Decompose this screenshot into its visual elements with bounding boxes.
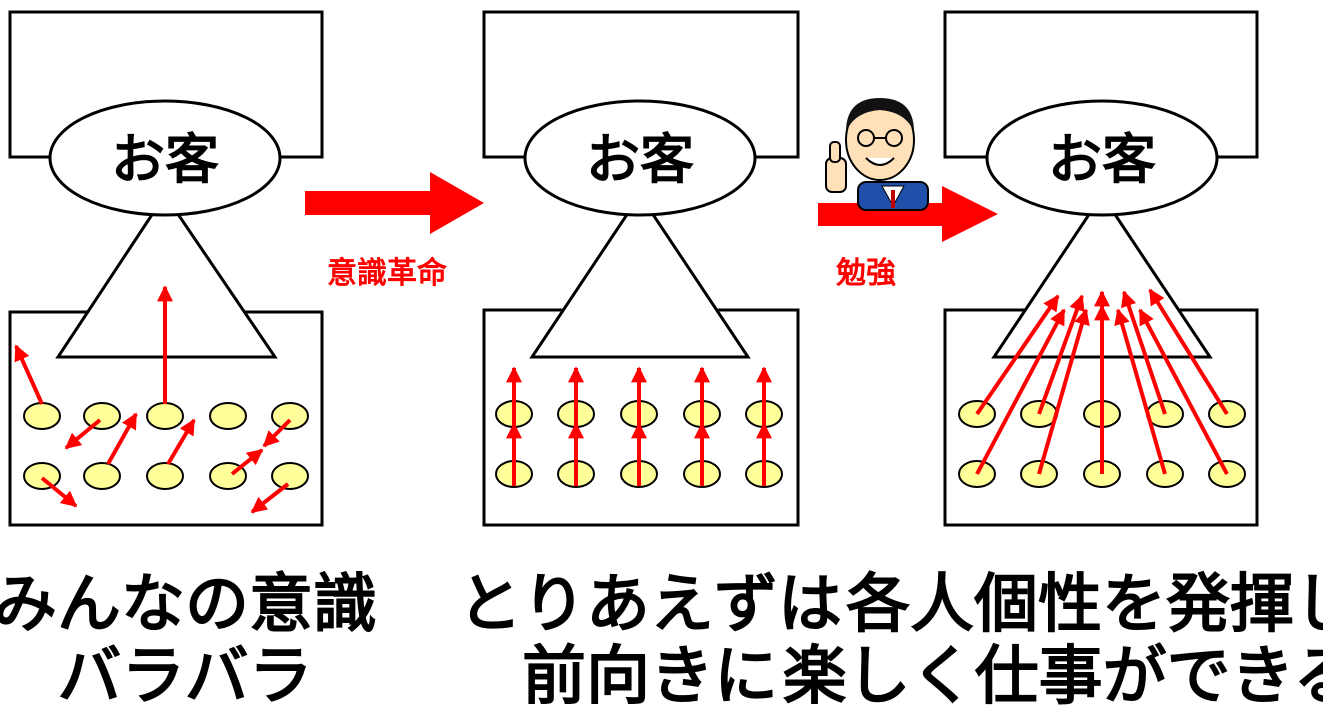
converging-arrows <box>975 288 1229 475</box>
panel-2: お客 とりあえずは 前向きに <box>458 10 842 706</box>
member-dot <box>209 402 247 430</box>
member-dot <box>23 402 61 430</box>
transition-label: 意識革命 <box>327 256 448 291</box>
consultant-thumbs-up-icon <box>825 98 929 211</box>
member-dot <box>271 462 309 490</box>
member-dot <box>146 462 184 490</box>
red-arrow <box>975 308 1066 475</box>
red-arrow <box>40 476 78 508</box>
customer-label: お客 <box>1048 128 1156 191</box>
member-dot <box>83 462 121 490</box>
red-arrow <box>14 344 44 405</box>
transition-arrow-icon <box>818 186 998 242</box>
member-dots <box>23 402 309 490</box>
customer-ellipse <box>523 99 757 217</box>
red-arrow <box>106 412 138 465</box>
transition-arrow-icon <box>305 172 484 234</box>
red-arrow <box>975 294 1060 416</box>
caption-line-1: みんなの意識 <box>0 568 377 642</box>
member-dot <box>146 402 184 430</box>
red-arrow <box>64 418 102 450</box>
caption-line-2: 楽しく仕事ができる！ <box>783 640 1323 706</box>
red-arrow <box>1138 308 1229 475</box>
red-arrow <box>230 448 264 476</box>
scattered-arrows <box>14 285 292 514</box>
member-dot <box>83 402 121 430</box>
red-arrow <box>1148 288 1229 416</box>
transition-2: 勉強 <box>818 98 998 291</box>
red-arrow <box>1037 308 1090 475</box>
caption-line-1: 各人個性を発揮し <box>846 568 1323 642</box>
panel-1: お客 みんなの意識 バラバラ <box>0 10 377 706</box>
red-arrow <box>1121 290 1167 415</box>
red-arrow <box>250 482 290 514</box>
red-arrow <box>1114 308 1167 475</box>
customer-label: お客 <box>586 128 694 191</box>
member-dots <box>495 400 783 488</box>
funnel-triangle <box>529 192 751 359</box>
member-dot <box>271 402 309 430</box>
upward-arrows <box>506 366 772 486</box>
transition-1: 意識革命 <box>305 172 484 291</box>
customer-ellipse <box>985 99 1219 217</box>
member-dot <box>23 462 61 490</box>
caption-line-2: バラバラ <box>57 640 312 706</box>
customer-ellipse <box>48 99 282 217</box>
red-arrow <box>262 418 292 448</box>
panel-3: お客 各人個性を発揮し 楽しく仕事ができる！ <box>783 10 1323 706</box>
red-arrow <box>166 418 196 466</box>
transition-label: 勉強 <box>835 256 896 291</box>
caption-line-2: 前向きに <box>522 640 778 706</box>
customer-label: お客 <box>111 128 219 191</box>
caption-line-1: とりあえずは <box>458 568 842 642</box>
